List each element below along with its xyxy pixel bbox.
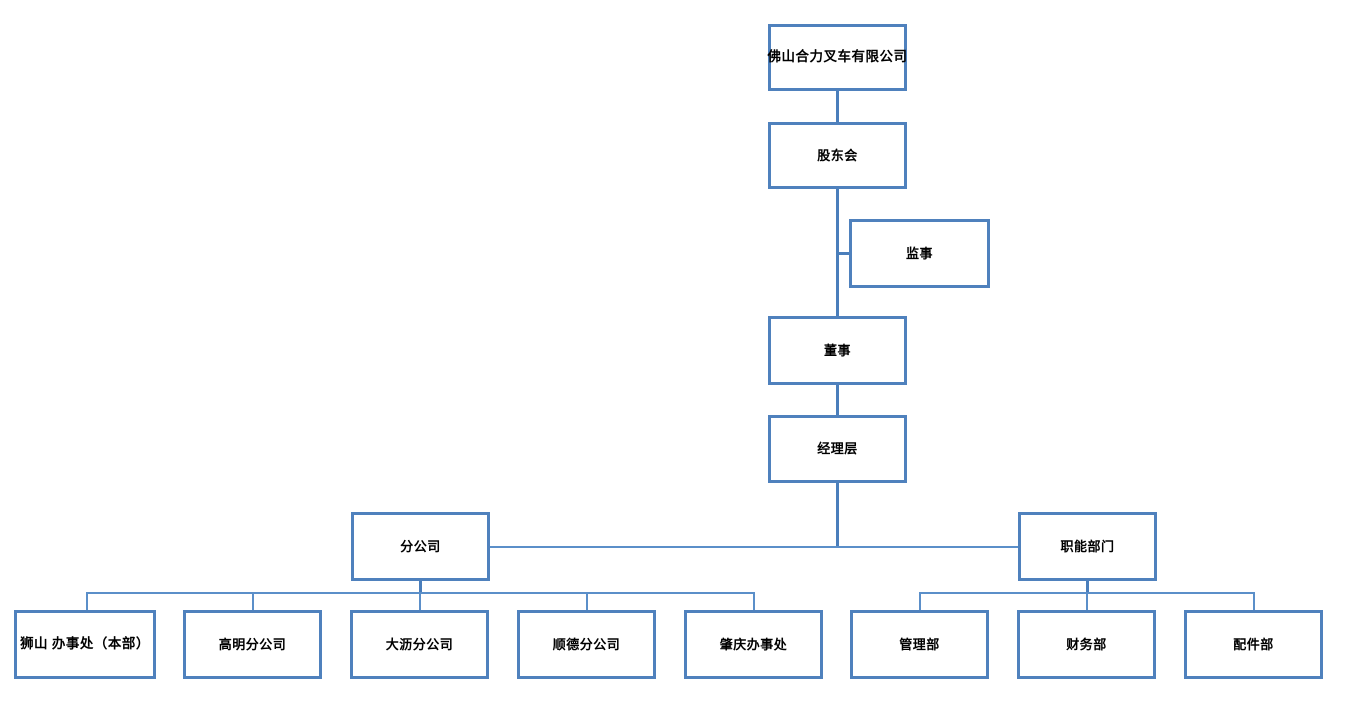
node-functional-child-3[interactable]: 配件部: [1184, 610, 1323, 679]
node-functional[interactable]: 职能部门: [1018, 512, 1157, 581]
connector-branch-drop-1: [86, 592, 88, 610]
node-functional-child-3-label: 配件部: [1233, 636, 1274, 652]
node-branch-child-3[interactable]: 大沥分公司: [350, 610, 489, 679]
node-functional-child-2-label: 财务部: [1066, 636, 1107, 652]
node-shareholders[interactable]: 股东会: [768, 122, 907, 189]
node-functional-child-1[interactable]: 管理部: [850, 610, 989, 679]
node-branch-child-5-label: 肇庆办事处: [719, 636, 788, 652]
node-branch-child-1-label: 狮山 办事处（本部）: [20, 636, 150, 652]
node-branches-label: 分公司: [400, 538, 441, 554]
node-functional-label: 职能部门: [1060, 538, 1115, 554]
node-branch-child-1[interactable]: 狮山 办事处（本部）: [14, 610, 156, 679]
node-branch-child-4-label: 顺德分公司: [552, 636, 621, 652]
node-branches[interactable]: 分公司: [351, 512, 490, 581]
connector-functional-dropline: [1086, 581, 1089, 593]
connector-trunk-to-supervisor: [836, 252, 852, 255]
connector-management-to-bus: [836, 483, 839, 547]
node-director[interactable]: 董事: [768, 316, 907, 385]
node-functional-child-2[interactable]: 财务部: [1017, 610, 1156, 679]
connector-functional-drop-1: [919, 592, 921, 610]
connector-company-to-shareholders: [836, 91, 839, 125]
node-management[interactable]: 经理层: [768, 415, 907, 483]
node-branch-child-5[interactable]: 肇庆办事处: [684, 610, 823, 679]
connector-branches-dropline: [419, 581, 422, 593]
connector-director-to-management: [836, 385, 839, 416]
node-management-label: 经理层: [817, 441, 858, 457]
node-functional-child-1-label: 管理部: [899, 636, 940, 652]
connector-branch-drop-4: [586, 592, 588, 610]
node-branch-child-2-label: 高明分公司: [218, 636, 287, 652]
connector-branch-drop-2: [252, 592, 254, 610]
connector-branch-drop-3: [419, 592, 421, 610]
node-branch-child-2[interactable]: 高明分公司: [183, 610, 322, 679]
node-supervisor-label: 监事: [905, 245, 933, 261]
node-company[interactable]: 佛山合力叉车有限公司: [768, 24, 907, 91]
connector-functional-drop-3: [1253, 592, 1255, 610]
connector-functional-drop-2: [1086, 592, 1088, 610]
connector-branch-drop-5: [753, 592, 755, 610]
node-shareholders-label: 股东会: [817, 147, 858, 163]
node-director-label: 董事: [823, 342, 851, 358]
node-company-label: 佛山合力叉车有限公司: [767, 49, 908, 65]
node-branch-child-4[interactable]: 顺德分公司: [517, 610, 656, 679]
node-supervisor[interactable]: 监事: [849, 219, 990, 288]
connector-level5-bus: [490, 546, 1021, 548]
node-branch-child-3-label: 大沥分公司: [385, 636, 454, 652]
